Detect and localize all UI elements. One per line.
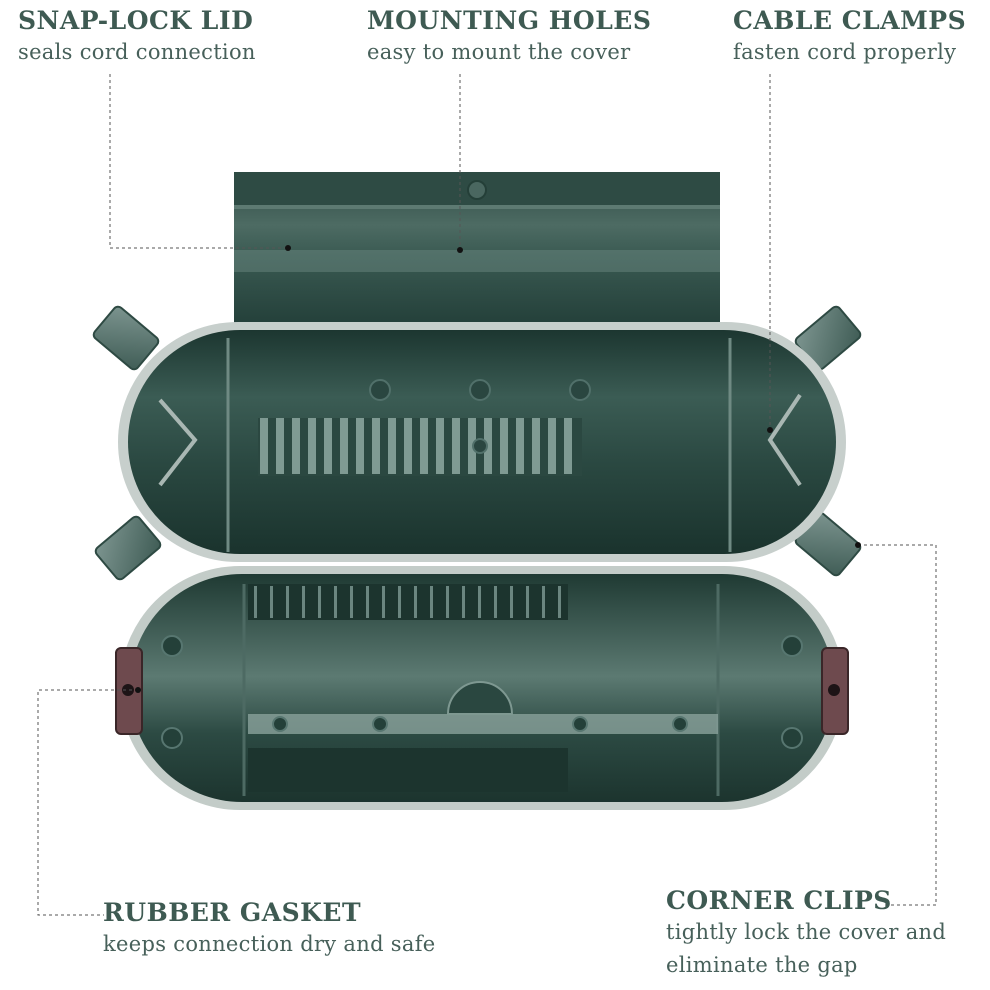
- callout-title: CORNER CLIPS: [666, 886, 892, 915]
- callout-description: keeps connection dry and safe: [103, 932, 436, 956]
- callout-snap-lock-lid: SNAP-LOCK LID seals cord connection: [18, 6, 256, 69]
- callout-description: easy to mount the cover: [367, 40, 631, 64]
- cable-clamp-ribs: [258, 418, 582, 476]
- callout-title: MOUNTING HOLES: [367, 6, 652, 35]
- callout-mounting-holes: MOUNTING HOLES easy to mount the cover: [367, 6, 651, 69]
- callout-corner-clips: CORNER CLIPS tightly lock the cover and …: [666, 886, 986, 982]
- callout-rubber-gasket: RUBBER GASKET keeps connection dry and s…: [103, 898, 436, 961]
- cable-clamp-right: [767, 393, 802, 487]
- callout-description: seals cord connection: [18, 40, 256, 64]
- lower-ribs: [248, 584, 568, 792]
- lower-shell: [115, 566, 849, 810]
- rubber-gasket-left: [115, 647, 143, 735]
- leader-lines: [37, 74, 937, 916]
- upper-shell: [118, 322, 846, 562]
- callout-description: fasten cord properly: [733, 40, 957, 64]
- callout-description: tightly lock the cover and eliminate the…: [666, 920, 947, 977]
- corner-clip-tabs: [92, 305, 862, 581]
- snap-lock-lid: [234, 172, 720, 324]
- callout-title: RUBBER GASKET: [103, 898, 362, 927]
- rubber-gasket-right: [821, 647, 849, 735]
- leader-dots: [135, 245, 861, 693]
- callout-cable-clamps: CABLE CLAMPS fasten cord properly: [733, 6, 966, 69]
- cable-clamp-left: [158, 398, 198, 487]
- callout-title: SNAP-LOCK LID: [18, 6, 254, 35]
- callout-title: CABLE CLAMPS: [733, 6, 967, 35]
